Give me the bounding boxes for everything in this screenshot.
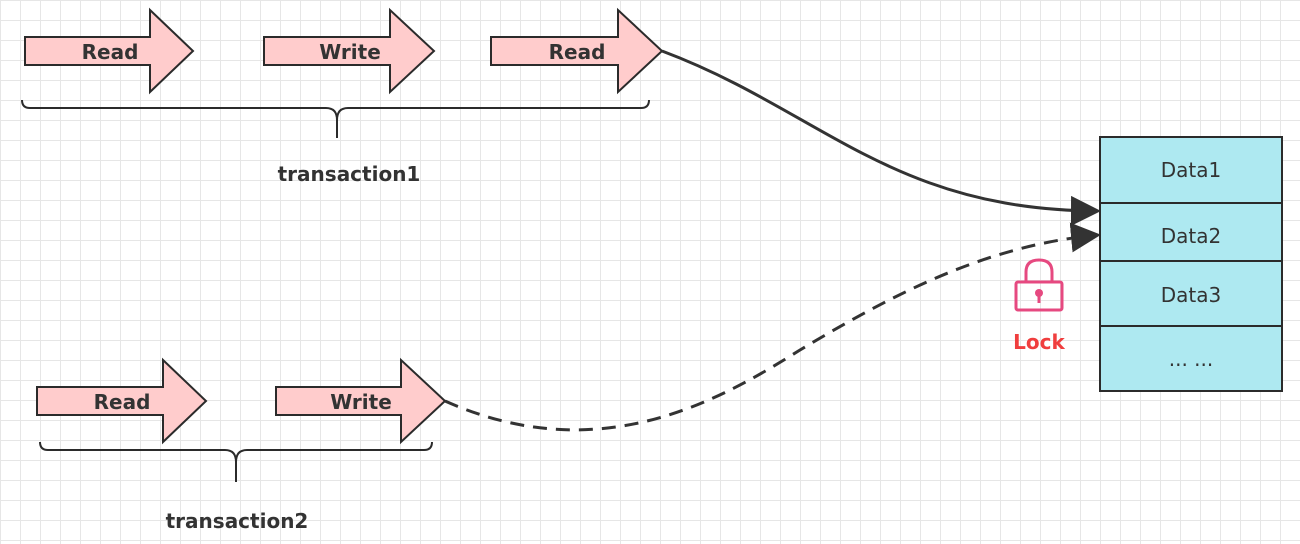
data-table-row-4-label: ... ... [1169, 347, 1214, 371]
lock-label: Lock [1013, 330, 1065, 354]
transaction2-step-arrow-1: Read [36, 357, 208, 445]
transaction1-step-arrow-1: Read [24, 7, 195, 95]
transaction1-label: transaction1 [278, 162, 421, 186]
data-table-row-1 [1099, 136, 1283, 204]
transaction1-brace [21, 99, 650, 138]
transaction2-step-arrow-2: Write [275, 357, 447, 445]
data-table-row-4 [1099, 325, 1283, 392]
transaction1-to-data2-connector [661, 49, 1101, 226]
transaction1-step-arrow-2: Write [263, 7, 436, 95]
data-table-row-2 [1099, 202, 1283, 262]
data-table-row-2-label: Data2 [1161, 224, 1221, 248]
data-table: Data1 Data2 Data3 ... ... [1099, 136, 1283, 392]
transaction2-to-data2-connector [444, 222, 1101, 432]
transaction2-label: transaction2 [166, 509, 309, 533]
transaction2-brace [39, 441, 433, 482]
transaction1-step-arrow-3: Read [490, 7, 664, 95]
transaction1-step-label-2: Write [319, 40, 381, 64]
data-table-row-1-label: Data1 [1161, 158, 1221, 182]
transaction2-step-label-1: Read [94, 390, 151, 414]
lock-icon [1014, 258, 1064, 312]
data-table-row-3 [1099, 260, 1283, 327]
data-table-row-3-label: Data3 [1161, 283, 1221, 307]
transaction1-step-label-3: Read [549, 40, 606, 64]
transaction2-step-label-2: Write [330, 390, 392, 414]
transaction1-step-label-1: Read [82, 40, 139, 64]
